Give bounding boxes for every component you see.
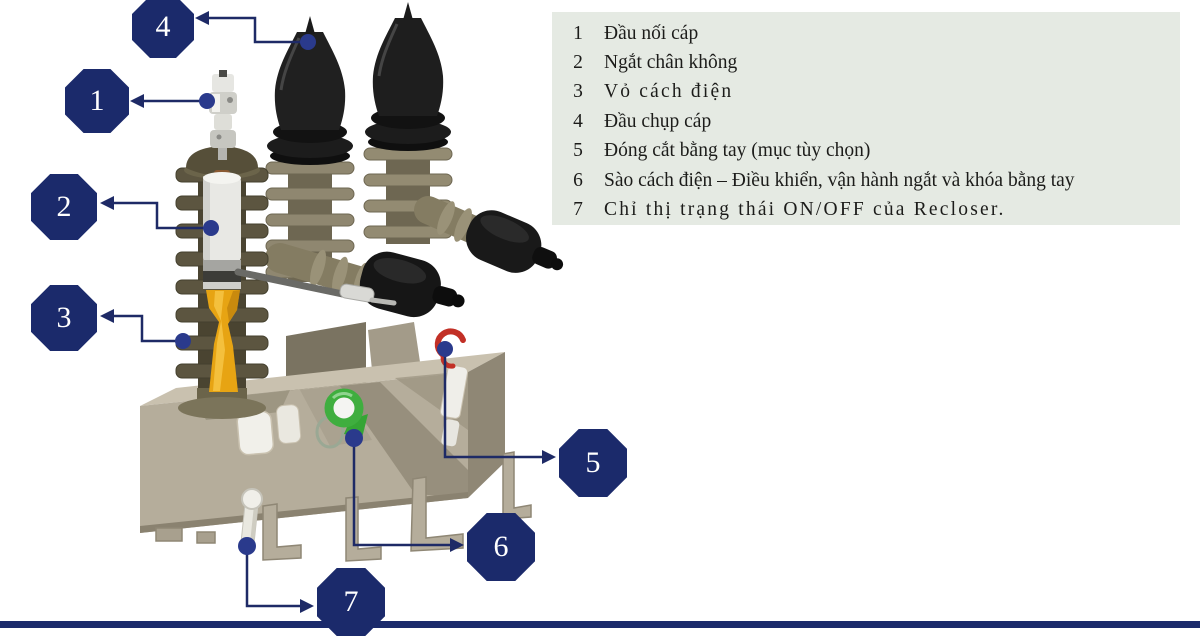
callout-badge-2: 2 bbox=[31, 174, 97, 240]
callout-number: 3 bbox=[56, 301, 72, 334]
callout-number: 7 bbox=[343, 585, 359, 618]
anchor-dot-icon bbox=[175, 333, 191, 349]
legend-item-number: 2 bbox=[573, 52, 583, 74]
arrowhead-icon bbox=[100, 196, 114, 210]
callout-number: 6 bbox=[493, 530, 509, 563]
cable-connector-terminal bbox=[209, 70, 237, 160]
callout-number: 4 bbox=[155, 10, 171, 43]
vacuum-interrupter-cutaway bbox=[203, 170, 241, 392]
arrowhead-icon bbox=[130, 94, 144, 108]
callout-anchor-dots bbox=[175, 34, 453, 555]
actuator-rod bbox=[234, 268, 397, 306]
callout-badge-3: 3 bbox=[31, 285, 97, 351]
anchor-dot-icon bbox=[345, 429, 363, 447]
bottom-accent-bar bbox=[0, 621, 1200, 628]
anchor-dot-icon bbox=[203, 220, 219, 236]
legend-item-number: 1 bbox=[573, 22, 583, 44]
arrowhead-icon bbox=[450, 538, 464, 552]
legend-item-number: 7 bbox=[573, 199, 583, 221]
leader-line-2 bbox=[106, 201, 211, 230]
nameplate bbox=[236, 404, 302, 456]
legend-item-number: 5 bbox=[573, 140, 583, 162]
callout-badge-5: 5 bbox=[559, 429, 627, 497]
middle-bushing bbox=[265, 16, 355, 282]
green-hotstick-ring bbox=[315, 388, 368, 449]
callout-number: 2 bbox=[56, 190, 72, 223]
tank bbox=[140, 352, 505, 533]
callout-number: 5 bbox=[585, 446, 601, 479]
legend-panel: 1 Đầu nối cáp 2 Ngắt chân không 3 Vỏ các… bbox=[552, 12, 1180, 225]
legend-row-3: 3 Vỏ cách điện bbox=[566, 78, 1180, 107]
anchor-dot-icon bbox=[199, 93, 215, 109]
right-elbow-cable-boot bbox=[414, 196, 564, 273]
leader-line-5 bbox=[443, 349, 550, 459]
right-bushing bbox=[363, 2, 453, 244]
callout-badge-4: 4 bbox=[132, 0, 194, 58]
callout-badge-1: 1 bbox=[65, 69, 129, 133]
legend-item-label: Đầu chụp cáp bbox=[604, 110, 712, 132]
legend-item-label: Ngắt chân không bbox=[604, 52, 738, 74]
callout-number: 1 bbox=[89, 84, 105, 117]
legend-row-6: 6 Sào cách điện – Điều khiển, vận hành n… bbox=[566, 166, 1180, 195]
callout-badge-6: 6 bbox=[467, 513, 535, 581]
legend-row-4: 4 Đầu chụp cáp bbox=[566, 107, 1180, 136]
arrowhead-icon bbox=[100, 309, 114, 323]
anchor-dot-icon bbox=[437, 341, 453, 357]
leader-line-4 bbox=[201, 16, 308, 44]
legend-item-number: 4 bbox=[573, 110, 583, 132]
anchor-dot-icon bbox=[300, 34, 316, 50]
left-bushing-cutaway bbox=[175, 70, 269, 419]
callout-arrowheads bbox=[100, 11, 556, 613]
legend-item-label: Đóng cắt bằng tay (mục tùy chọn) bbox=[604, 140, 871, 162]
legend-item-label: Chỉ thị trạng thái ON/OFF của Recloser. bbox=[604, 199, 1006, 221]
legend-item-label: Sào cách điện – Điều khiển, vận hành ngắ… bbox=[604, 169, 1075, 191]
legend-item-number: 3 bbox=[573, 81, 583, 103]
callout-leader-lines bbox=[106, 16, 550, 608]
legend-row-1: 1 Đầu nối cáp bbox=[566, 19, 1180, 48]
leader-line-6 bbox=[352, 438, 458, 547]
arrowhead-icon bbox=[300, 599, 314, 613]
leader-line-7 bbox=[245, 546, 308, 608]
leader-line-3 bbox=[106, 314, 183, 343]
anchor-dot-icon bbox=[238, 537, 256, 555]
legend-row-5: 5 Đóng cắt bằng tay (mục tùy chọn) bbox=[566, 137, 1180, 166]
legend-row-7: 7 Chỉ thị trạng thái ON/OFF của Recloser… bbox=[566, 195, 1180, 224]
arrowhead-icon bbox=[542, 450, 556, 464]
legend-row-2: 2 Ngắt chân không bbox=[566, 48, 1180, 77]
legend-item-label: Vỏ cách điện bbox=[604, 81, 734, 103]
arrowhead-icon bbox=[195, 11, 209, 25]
legend-item-number: 6 bbox=[573, 169, 583, 191]
legend-item-label: Đầu nối cáp bbox=[604, 22, 699, 44]
